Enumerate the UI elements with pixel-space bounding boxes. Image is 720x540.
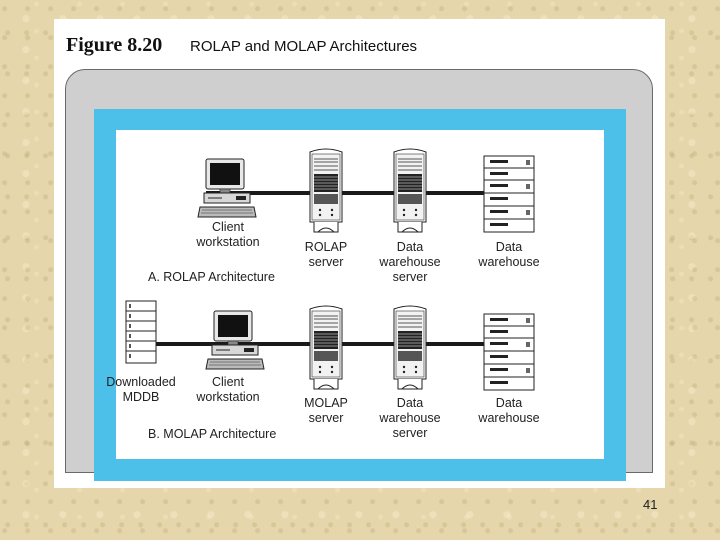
molap-data-warehouse-icon: [483, 313, 535, 391]
label-line: Downloaded: [106, 375, 176, 389]
rolap-client-workstation-icon: [197, 158, 257, 218]
rolap-dw-label: Data warehouse: [478, 240, 539, 270]
label-line: warehouse: [379, 255, 441, 269]
molap-dw-server-icon: [393, 305, 427, 390]
label-line: server: [308, 411, 344, 425]
label-line: MDDB: [122, 390, 160, 404]
label-line: workstation: [196, 390, 260, 404]
page-number: 41: [643, 497, 658, 512]
label-line: server: [392, 426, 428, 440]
rolap-client-label: Client workstation: [196, 220, 259, 250]
label-line: Data: [495, 240, 523, 254]
figure-frame: Client workstation ROLAP server Data war…: [65, 69, 653, 481]
label-line: warehouse: [478, 255, 540, 269]
molap-mddb-label: Downloaded MDDB: [106, 375, 176, 405]
label-line: Data: [495, 396, 523, 410]
label-line: server: [392, 270, 428, 284]
rolap-section-title: A. ROLAP Architecture: [148, 270, 275, 284]
label-line: MOLAP: [304, 396, 348, 410]
rolap-data-warehouse-icon: [483, 155, 535, 233]
label-line: Data: [396, 240, 424, 254]
rolap-dw-server-label: Data warehouse server: [379, 240, 440, 285]
label-line: Data: [396, 396, 424, 410]
label-line: Client: [212, 375, 244, 389]
diagram-area: Client workstation ROLAP server Data war…: [106, 130, 604, 459]
molap-section-title: B. MOLAP Architecture: [148, 427, 277, 441]
molap-client-label: Client workstation: [196, 375, 259, 405]
label-line: ROLAP: [304, 240, 348, 254]
label-line: workstation: [196, 235, 260, 249]
figure-panel: Client workstation ROLAP server Data war…: [94, 109, 626, 481]
molap-server-label: MOLAP server: [304, 396, 348, 426]
molap-mddb-icon: [125, 300, 157, 364]
diagram-drawing: [125, 148, 535, 391]
molap-client-workstation-icon: [205, 310, 265, 370]
figure-title: ROLAP and MOLAP Architectures: [190, 38, 418, 55]
slide: Figure 8.20 ROLAP and MOLAP Architecture…: [54, 19, 665, 488]
rolap-server-label: ROLAP server: [305, 240, 347, 270]
molap-dw-label: Data warehouse: [478, 396, 539, 426]
label-line: server: [308, 255, 344, 269]
molap-server-icon: [309, 305, 343, 390]
label-line: warehouse: [478, 411, 540, 425]
figure-number: Figure 8.20: [66, 34, 163, 56]
label-line: warehouse: [379, 411, 441, 425]
rolap-server-icon: [309, 148, 343, 233]
label-line: Client: [212, 220, 244, 234]
rolap-dw-server-icon: [393, 148, 427, 233]
molap-dw-server-label: Data warehouse server: [379, 396, 440, 441]
